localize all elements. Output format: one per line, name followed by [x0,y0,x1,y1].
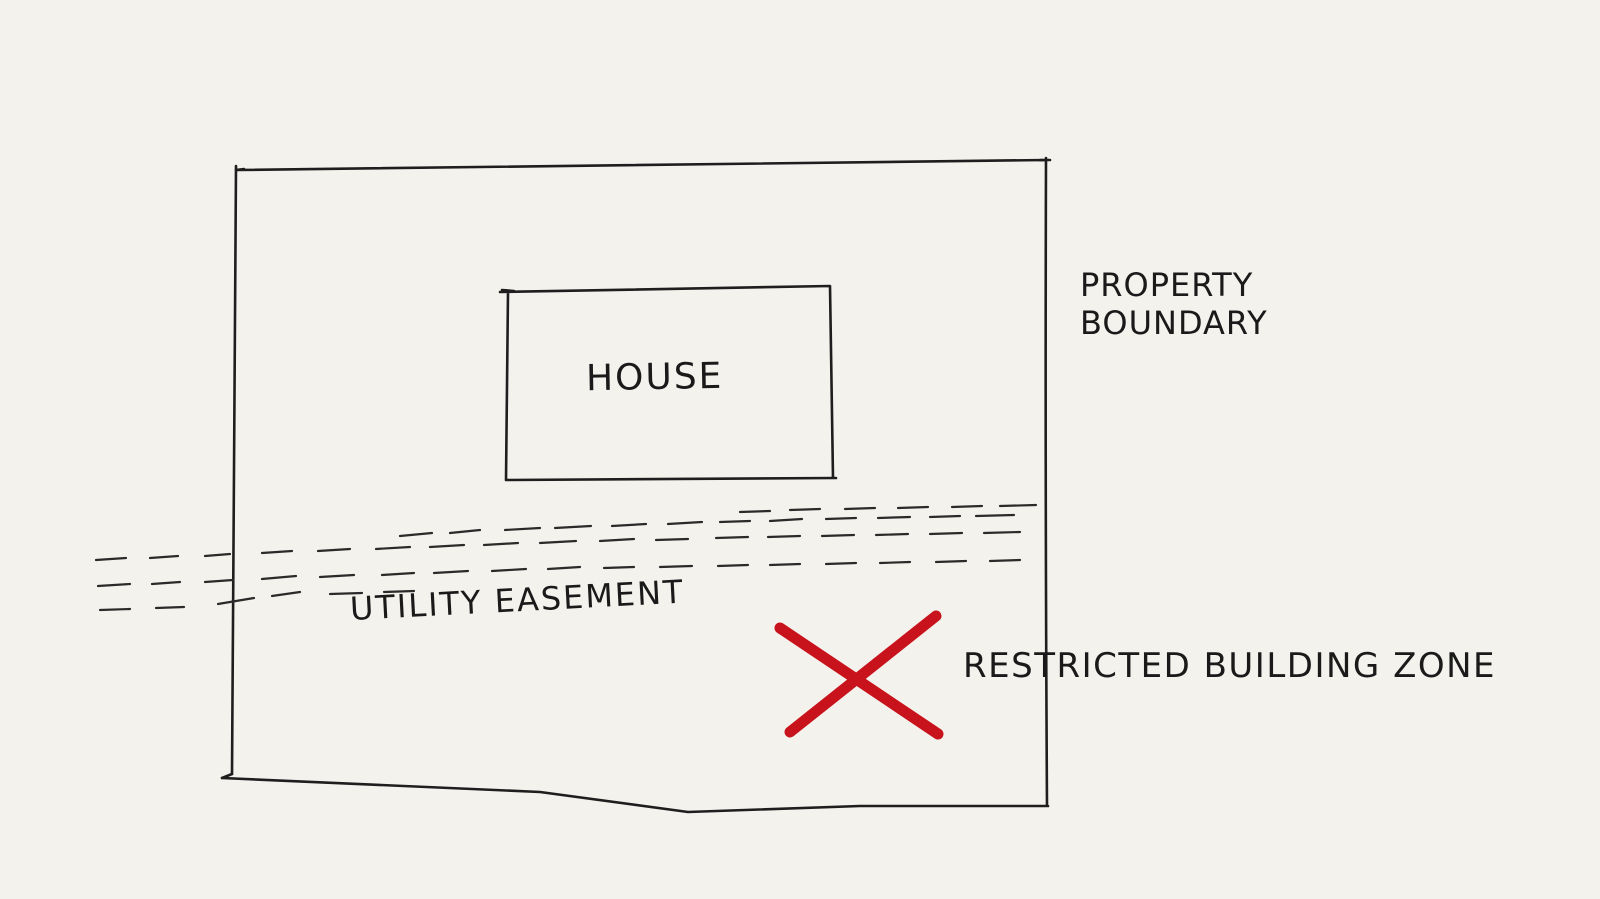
boundary-corner-ticks [220,158,1052,780]
property-boundary-label-line1: PROPERTY [1080,266,1254,304]
red-x-mark-icon [774,610,944,740]
property-boundary-label: PROPERTY BOUNDARY [1080,266,1268,343]
property-boundary-label-line2: BOUNDARY [1080,304,1268,343]
restricted-zone-label: RESTRICTED BUILDING ZONE [963,646,1497,686]
house-label: HOUSE [585,355,724,400]
house-outline [498,284,838,482]
utility-easement-dashes [94,503,1038,612]
property-boundary-outline [220,156,1050,814]
